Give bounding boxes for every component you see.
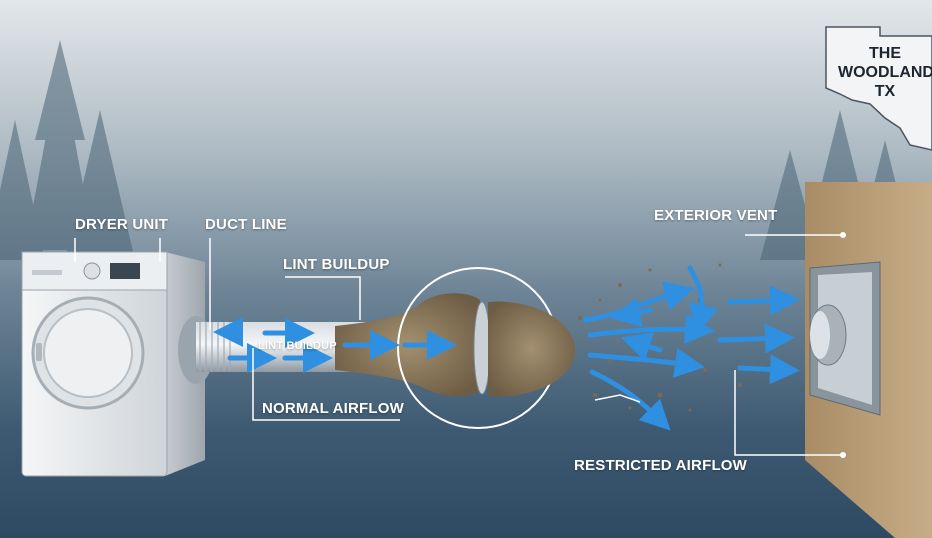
airflow-arrows (213, 265, 800, 431)
location-badge: THE WOODLANDS TX (838, 44, 932, 101)
badge-line-3: TX (874, 83, 896, 100)
lint-debris (578, 263, 762, 412)
texas-map-icon (825, 26, 932, 151)
badge-line-1: THE (869, 45, 901, 62)
leader-dots (840, 232, 846, 458)
label-restricted-airflow: RESTRICTED AIRFLOW (574, 457, 748, 474)
label-exterior-vent: EXTERIOR VENT (654, 207, 778, 224)
leader-lines (74, 234, 843, 456)
label-lint-buildup: LINT BUILDUP (283, 256, 390, 273)
label-dryer-unit: DRYER UNIT (75, 216, 169, 233)
label-normal-airflow: NORMAL AIRFLOW (262, 400, 404, 417)
dryer-icon (21, 251, 205, 477)
vent-icon (805, 182, 932, 538)
badge-line-2: WOODLANDS (838, 64, 932, 81)
label-duct-line: DUCT LINE (205, 216, 287, 233)
label-duct-text: LINT BUILDUP (258, 340, 337, 352)
